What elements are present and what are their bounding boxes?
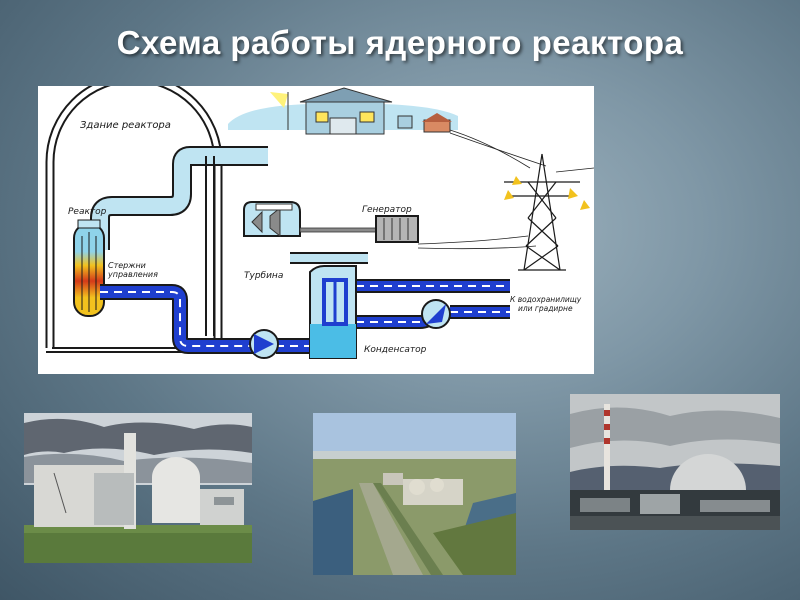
reactor-vessel [73, 219, 105, 317]
house-landscape [228, 87, 458, 135]
label-reactor: Реактор [68, 207, 107, 217]
photo-nuclear-plant-chimney [570, 394, 780, 530]
power-lines [417, 129, 594, 250]
pump-icon [249, 329, 279, 359]
label-water-out-2: или градирне [518, 304, 573, 313]
generator [299, 215, 419, 243]
street-lamp-light [270, 92, 288, 108]
steam-pipes [90, 146, 368, 336]
condenser [309, 265, 357, 359]
label-control-rods-1: Стержни [108, 261, 146, 270]
label-condenser: Конденсатор [364, 345, 427, 355]
label-water-out-1: К водохранилищу [510, 295, 582, 304]
label-generator: Генератор [362, 205, 412, 215]
label-turbine: Турбина [244, 271, 283, 281]
turbine [243, 201, 301, 238]
photo-nuclear-plant-aerial [313, 413, 516, 575]
label-reactor-building: Здание реактора [80, 120, 171, 131]
spark-icons [504, 176, 590, 210]
label-control-rods-2: управления [107, 270, 158, 279]
transmission-tower [504, 153, 580, 271]
slide-title: Схема работы ядерного реактора [116, 24, 684, 61]
water-pipes [100, 279, 510, 354]
photo-nuclear-plant-cloudy [24, 413, 252, 563]
pump-icon [421, 299, 451, 329]
reactor-schematic: Здание реактора Реактор Стержни управлен… [38, 86, 594, 374]
